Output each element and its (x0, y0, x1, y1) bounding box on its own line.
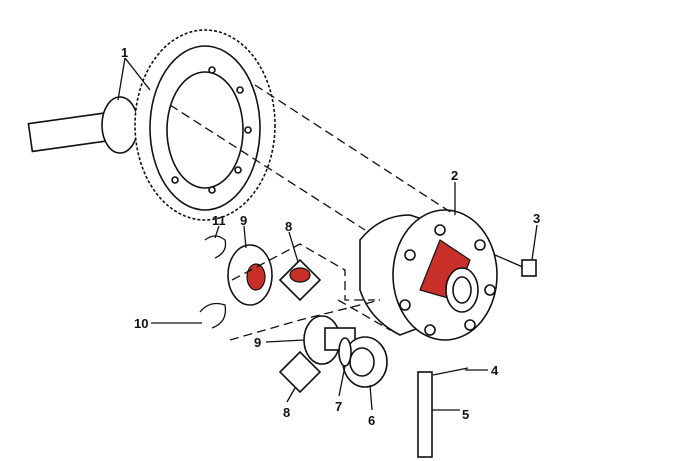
assembly-lines (169, 84, 456, 341)
ring-gear-and-pinion (27, 29, 276, 221)
callout-7: 7 (335, 399, 342, 414)
cross-shaft (417, 371, 433, 458)
gears (199, 235, 388, 394)
callout-8-lower: 8 (283, 405, 290, 420)
callout-10: 10 (134, 316, 148, 331)
leader-lines (117, 57, 538, 411)
bolt (494, 254, 537, 277)
callout-4: 4 (491, 363, 499, 378)
callout-5: 5 (462, 407, 469, 422)
callout-2: 2 (451, 168, 458, 183)
callout-8-upper: 8 (285, 219, 292, 234)
differential-housing (359, 209, 498, 341)
callout-9-lower: 9 (254, 335, 261, 350)
callout-9-upper: 9 (240, 213, 247, 228)
pin (432, 367, 469, 376)
callout-6: 6 (368, 413, 375, 428)
callout-11: 11 (212, 213, 226, 228)
callout-3: 3 (533, 211, 540, 226)
callout-1: 1 (121, 45, 128, 60)
